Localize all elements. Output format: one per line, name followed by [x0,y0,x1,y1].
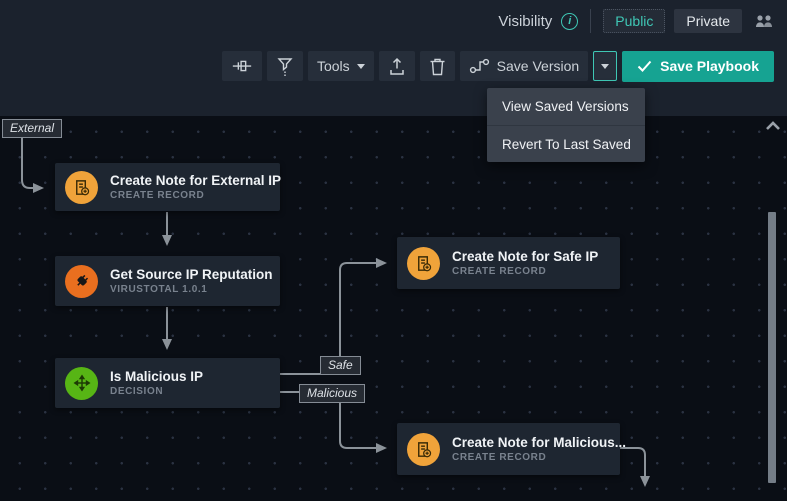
edge-label-malicious[interactable]: Malicious [299,384,366,403]
node-create-note-malicious-ip[interactable]: Create Note for Malicious... CREATE RECO… [397,423,627,475]
menu-item-revert-to-last-saved[interactable]: Revert To Last Saved [487,125,645,162]
node-subtitle: VIRUSTOTAL 1.0.1 [110,284,208,295]
tools-label: Tools [316,58,350,74]
format-block-button[interactable] [221,51,262,81]
save-playbook-button[interactable]: Save Playbook [622,50,774,82]
node-title: Create Note for Safe IP [452,249,599,264]
virustotal-app-icon [65,264,98,298]
node-title: Get Source IP Reputation [110,267,273,282]
save-version-button[interactable]: Save Version [459,51,589,81]
chevron-down-icon [356,63,365,69]
playbook-flow-icon [469,58,489,74]
start-label-external[interactable]: External [2,119,63,138]
info-icon[interactable]: i [561,12,579,30]
header-bar: Visibility i Public Private [0,0,787,116]
vertical-scrollbar-thumb[interactable] [768,212,776,483]
node-subtitle: CREATE RECORD [452,266,547,277]
chevron-down-icon [601,63,610,69]
export-button[interactable] [378,51,415,81]
node-title: Create Note for External IP [110,173,282,188]
public-button[interactable]: Public [603,9,666,33]
check-icon [637,60,652,72]
node-subtitle: DECISION [110,386,164,397]
private-button[interactable]: Private [674,9,742,33]
edge-label-safe[interactable]: Safe [320,356,361,375]
save-playbook-label: Save Playbook [660,58,759,74]
create-record-icon [407,432,440,466]
save-version-label: Save Version [496,58,580,74]
node-title: Is Malicious IP [110,369,204,384]
edge-external-start [21,137,44,193]
node-create-note-external-ip[interactable]: Create Note for External IP CREATE RECOR… [55,163,282,211]
node-get-source-ip-reputation[interactable]: Get Source IP Reputation VIRUSTOTAL 1.0.… [55,256,280,306]
users-icon[interactable] [753,11,775,31]
divider [590,9,592,33]
save-version-dropdown-menu: View Saved Versions Revert To Last Saved [487,88,645,162]
menu-item-view-saved-versions[interactable]: View Saved Versions [502,99,629,114]
delete-button[interactable] [419,51,455,81]
filter-button[interactable] [266,51,303,81]
node-title: Create Note for Malicious... [452,435,627,450]
visibility-controls: Visibility i Public Private [498,7,775,35]
node-subtitle: CREATE RECORD [452,452,547,463]
playbook-canvas[interactable]: External Safe Malicious Create Note for … [0,116,787,501]
node-create-note-safe-ip[interactable]: Create Note for Safe IP CREATE RECORD [397,237,620,289]
node-is-malicious-ip[interactable]: Is Malicious IP DECISION [55,358,280,408]
tools-dropdown-button[interactable]: Tools [307,51,374,81]
decision-icon [65,366,98,400]
node-subtitle: CREATE RECORD [110,190,205,201]
visibility-label: Visibility [498,12,553,30]
toolbar: Tools [221,50,774,82]
edge-node5-out [620,447,650,487]
create-record-icon [407,246,440,280]
create-record-icon [65,170,98,204]
save-version-menu-button[interactable] [593,51,618,81]
scroll-up-icon[interactable] [764,119,782,133]
